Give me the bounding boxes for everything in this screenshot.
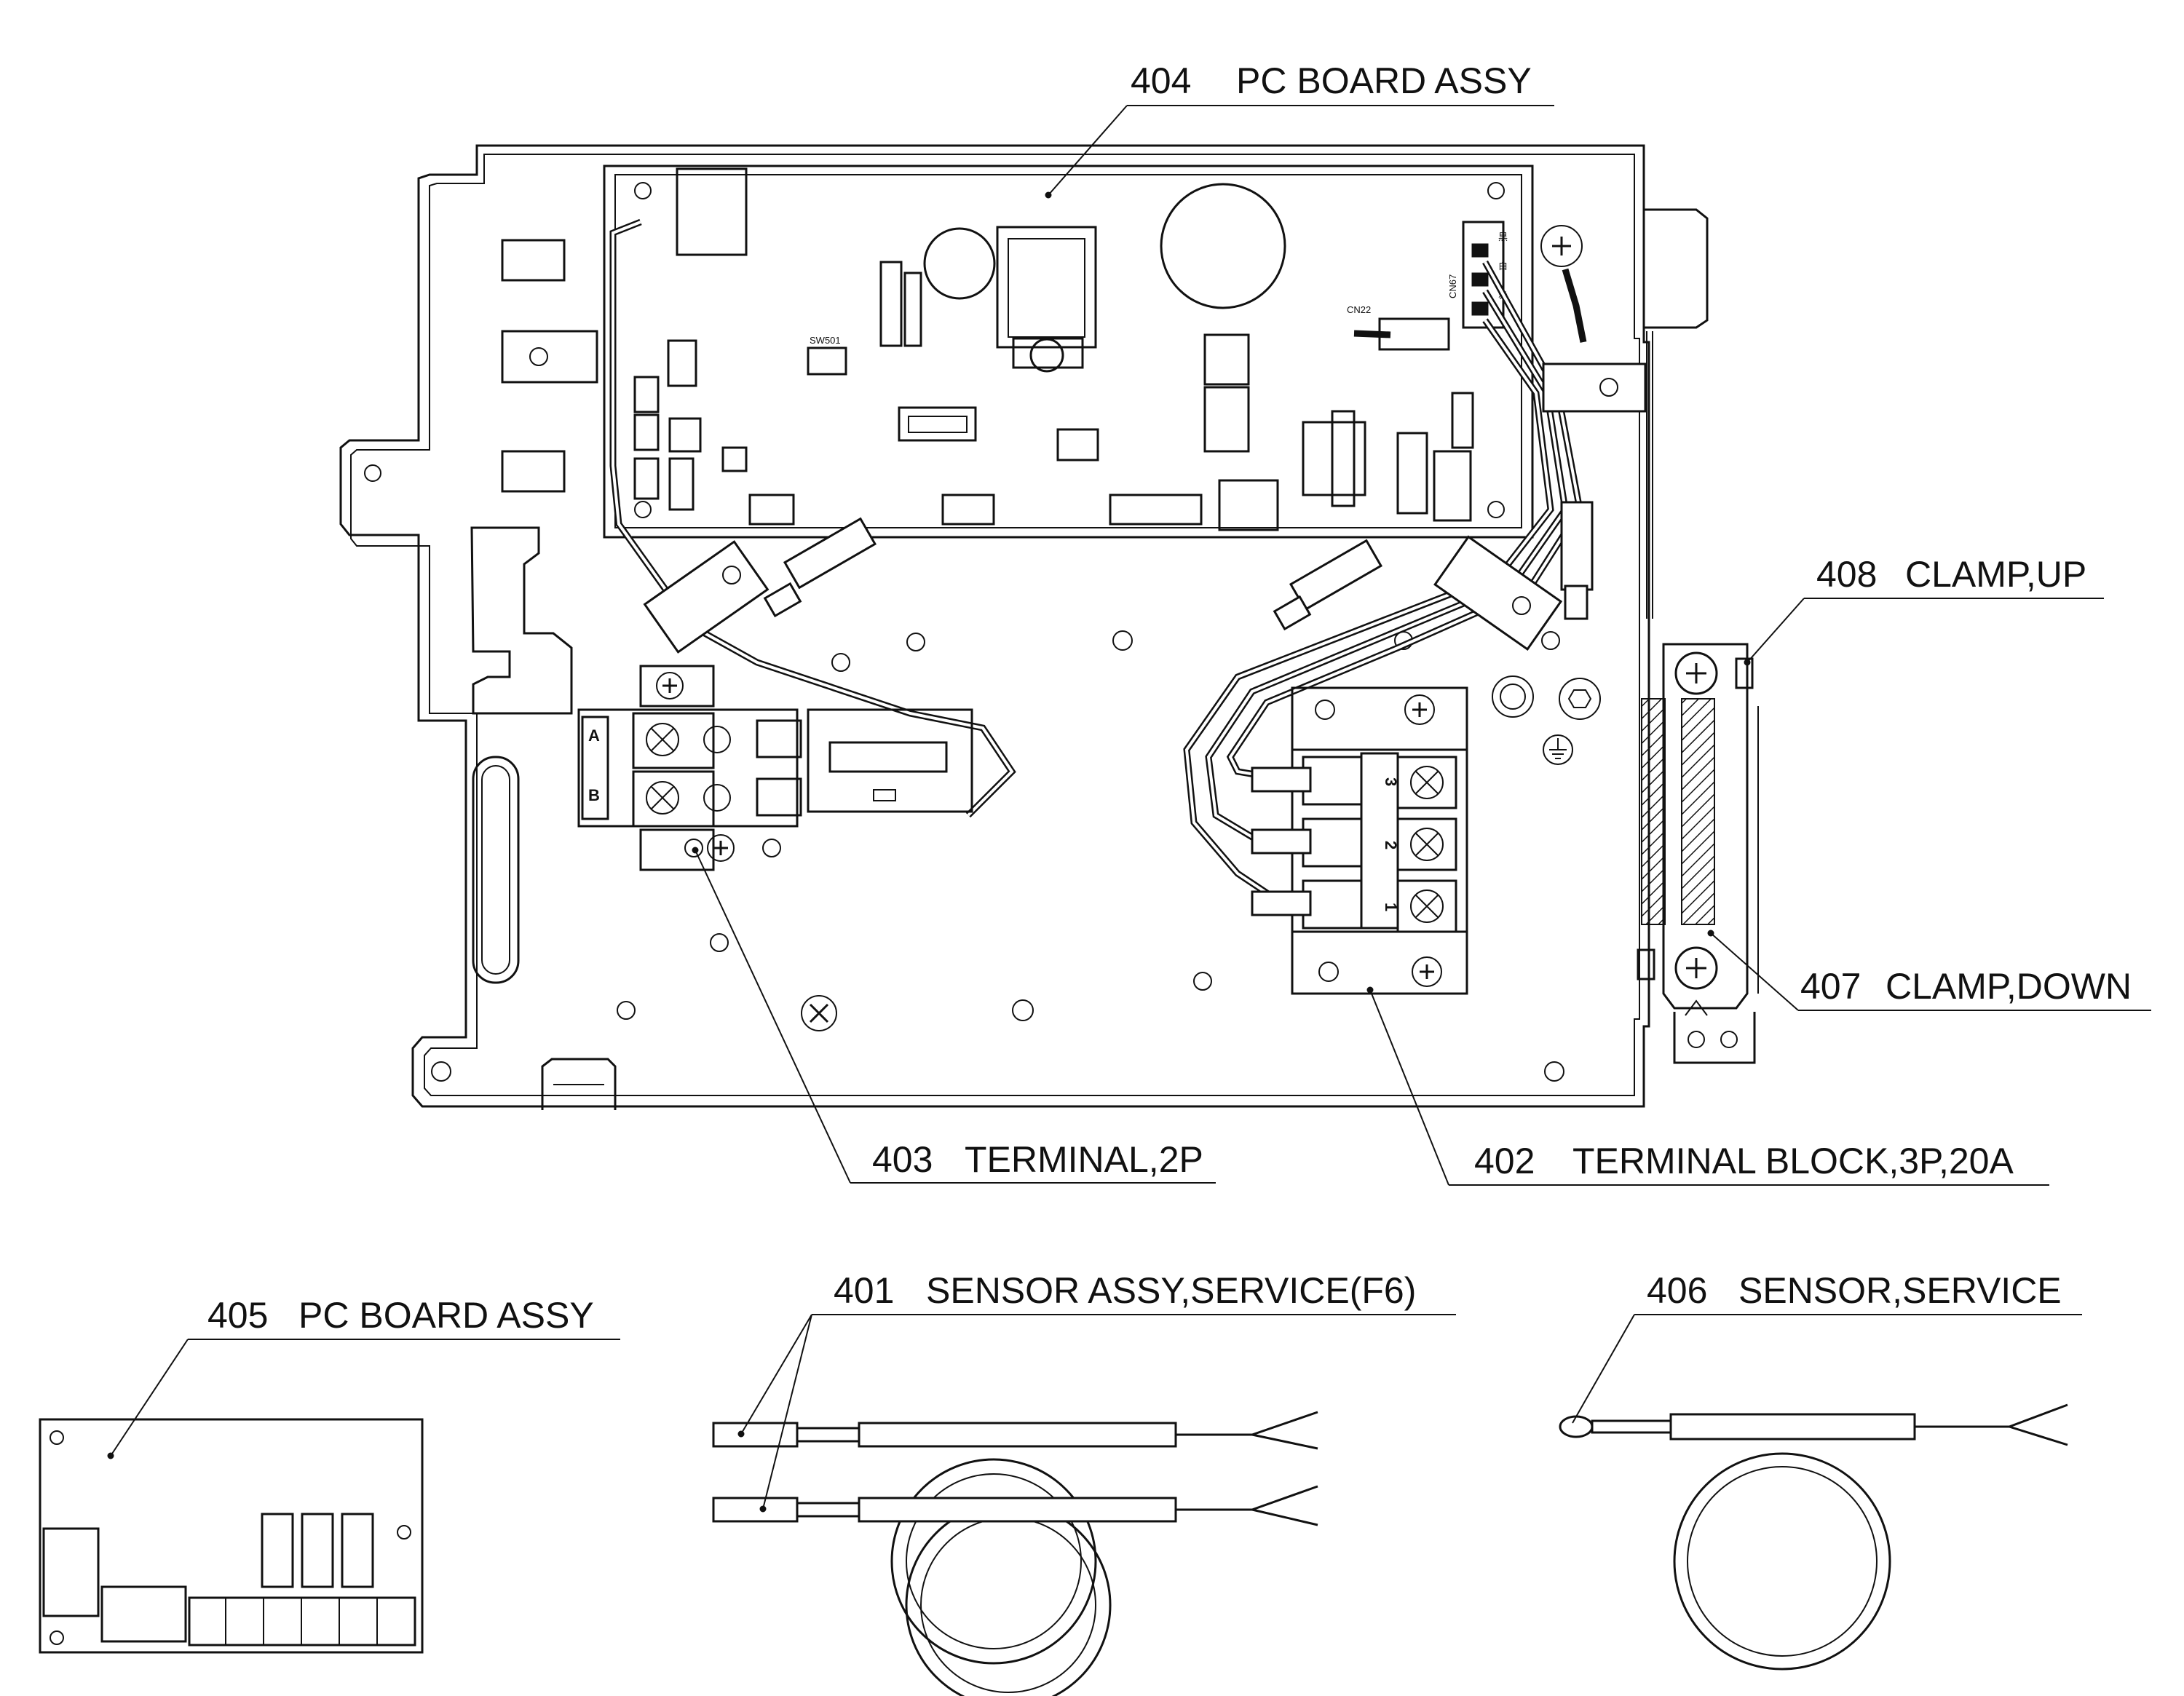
callout-401-name: SENSOR ASSY,SERVICE(F6) xyxy=(926,1270,1416,1311)
callout-405-number: 405 xyxy=(207,1295,268,1336)
wire-black-label: 黒 xyxy=(1498,231,1508,242)
callout-406-number: 406 xyxy=(1647,1270,1707,1311)
callout-407: 407 CLAMP,DOWN xyxy=(1800,966,2132,1007)
callout-407-number: 407 xyxy=(1800,966,1861,1007)
leader-lines xyxy=(107,105,2151,1513)
terminal-2p-403: A B xyxy=(577,665,973,871)
pc-board-404: SW501 CN22 CN67 黒 白 赤 xyxy=(603,165,1583,539)
wiring xyxy=(609,218,1587,906)
cn22-label: CN22 xyxy=(1347,304,1371,315)
terminal-a-label: A xyxy=(588,726,600,745)
callout-408: 408 CLAMP,UP xyxy=(1816,554,2086,595)
wire-clamps-left xyxy=(501,239,877,654)
callout-404: 404 PC BOARD ASSY xyxy=(1131,60,1532,101)
clamps-407-408 xyxy=(1637,643,1759,1064)
callout-404-name: PC BOARD ASSY xyxy=(1236,60,1532,101)
callout-402-number: 402 xyxy=(1474,1141,1535,1181)
callout-402-name: TERMINAL BLOCK,3P,20A xyxy=(1572,1141,2014,1181)
callout-402: 402 TERMINAL BLOCK,3P,20A xyxy=(1474,1141,2014,1181)
callout-405-name: PC BOARD ASSY xyxy=(298,1295,594,1336)
term-1-label: 1 xyxy=(1382,903,1400,911)
cn67-label: CN67 xyxy=(1447,274,1458,298)
sensor-406 xyxy=(1559,1403,2068,1671)
terminal-b-label: B xyxy=(588,786,600,804)
callout-401: 401 SENSOR ASSY,SERVICE(F6) xyxy=(834,1270,1416,1311)
term-3-label: 3 xyxy=(1382,777,1400,786)
callout-408-number: 408 xyxy=(1816,554,1877,595)
sw501-label: SW501 xyxy=(810,335,841,346)
pc-board-405 xyxy=(39,1418,424,1654)
callout-408-name: CLAMP,UP xyxy=(1905,554,2086,595)
term-2-label: 2 xyxy=(1382,841,1400,849)
wire-clamps-right xyxy=(1273,362,1647,651)
terminal-block-3p-402: 3 2 1 xyxy=(1251,686,1468,995)
callout-406-name: SENSOR,SERVICE xyxy=(1738,1270,2062,1311)
callout-404-number: 404 xyxy=(1131,60,1191,101)
callout-403-name: TERMINAL,2P xyxy=(965,1139,1203,1180)
callout-407-name: CLAMP,DOWN xyxy=(1886,966,2132,1007)
callout-401-number: 401 xyxy=(834,1270,894,1311)
callout-403: 403 TERMINAL,2P xyxy=(872,1139,1203,1180)
wire-white-label: 白 xyxy=(1498,261,1508,272)
sensor-assy-401 xyxy=(712,1411,1318,1696)
callout-403-number: 403 xyxy=(872,1139,933,1180)
callout-405: 405 PC BOARD ASSY xyxy=(207,1295,594,1336)
callout-406: 406 SENSOR,SERVICE xyxy=(1647,1270,2062,1311)
